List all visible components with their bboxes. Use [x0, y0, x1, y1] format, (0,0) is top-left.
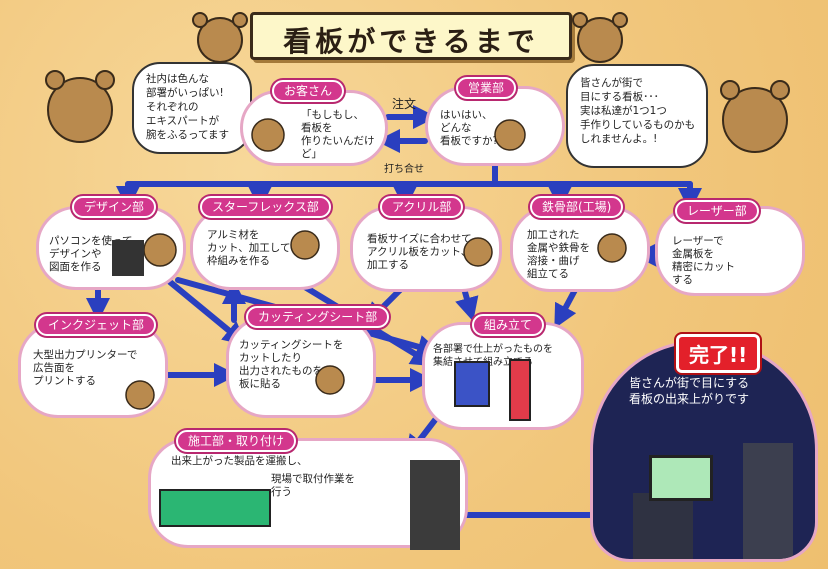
speech-bubble-right: 皆さんが街で 目にする看板･･･ 実は私達が1つ1つ 手作りしているものかも し…	[566, 64, 708, 168]
customer-text: 「もしもし、 看板を 作りたいんだけど」	[301, 109, 375, 160]
complete-label: 完了!!	[689, 343, 748, 367]
complete-text: 皆さんが街で目にする 看板の出来上がりです	[629, 376, 750, 406]
customer-node: 「もしもし、 看板を 作りたいんだけど」	[240, 90, 388, 166]
steel-tag: 鉄骨部(工場)	[530, 196, 624, 218]
design-node: パソコンを使って デザインや 図面を作る	[36, 206, 186, 290]
speech-bubble-left: 社内は色んな 部署がいっぱい! それぞれの エキスパートが 腕をふるってます	[132, 62, 252, 154]
arrow-design-cutting	[167, 279, 248, 346]
order-label: 注文	[392, 97, 417, 111]
inkjet-tag: インクジェット部	[36, 314, 157, 336]
assembly-tag: 組み立て	[472, 314, 545, 336]
construction-tag: 施工部・取り付け	[176, 430, 297, 452]
construction-node: 出来上がった製品を運搬し、 現場で取付作業を 行う	[148, 438, 468, 548]
customer-tag: お客さん	[272, 80, 345, 102]
cutting-tag: カッティングシート部	[246, 306, 390, 328]
design-text: パソコンを使って デザインや 図面を作る	[49, 235, 133, 273]
laser-text: レーザーで 金属板を 精密にカット する	[672, 235, 735, 286]
construction-text-1: 出来上がった製品を運搬し、	[171, 455, 308, 467]
meeting-label: 打ち合せ	[384, 164, 424, 175]
assembly-node: 各部署で仕上がったものを 集結させて組み立てる	[422, 322, 584, 430]
assembly-text: 各部署で仕上がったものを 集結させて組み立てる	[433, 344, 553, 368]
starflex-node: アルミ材を カット、加工して 枠組みを作る	[190, 206, 340, 290]
arrow-acrylic-assembly	[455, 289, 479, 322]
cutting-text: カッティングシートを カットしたり 出力されたものを 板に貼る	[239, 339, 344, 390]
cutting-node: カッティングシートを カットしたり 出力されたものを 板に貼る	[226, 316, 376, 418]
sales-text: はいはい、 どんな 看板ですか?	[440, 109, 499, 147]
page-title: 看板ができるまで	[283, 25, 539, 58]
acrylic-text: 看板サイズに合わせて アクリル板をカット、 加工する	[367, 233, 472, 271]
billboard-icon	[649, 455, 713, 501]
design-tag: デザイン部	[72, 196, 157, 218]
sales-tag: 営業部	[456, 77, 517, 99]
inkjet-text: 大型出力プリンターで 広告面を プリントする	[33, 349, 138, 387]
inkjet-node: 大型出力プリンターで 広告面を プリントする	[18, 322, 168, 418]
laser-tag: レーザー部	[675, 200, 759, 222]
speech-left-text: 社内は色んな 部署がいっぱい! それぞれの エキスパートが 腕をふるってます	[146, 73, 229, 141]
complete-tag: 完了!!	[676, 334, 761, 373]
construction-text-2: 現場で取付作業を 行う	[271, 473, 355, 498]
steel-node: 加工された 金属や鉄骨を 溶接・曲げ 組立てる	[510, 206, 650, 292]
building	[743, 443, 793, 559]
complete-panel: 皆さんが街で目にする 看板の出来上がりです	[590, 340, 818, 562]
speech-right-text: 皆さんが街で 目にする看板･･･ 実は私達が1つ1つ 手作りしているものかも し…	[580, 77, 696, 145]
steel-text: 加工された 金属や鉄骨を 溶接・曲げ 組立てる	[527, 229, 590, 280]
starflex-tag: スターフレックス部	[200, 196, 331, 218]
arrow-steel-assembly	[554, 287, 578, 329]
title-banner: 看板ができるまで	[250, 12, 572, 60]
acrylic-tag: アクリル部	[380, 196, 464, 218]
building	[633, 493, 693, 559]
starflex-text: アルミ材を カット、加工して 枠組みを作る	[207, 229, 291, 267]
acrylic-node: 看板サイズに合わせて アクリル板をカット、 加工する	[350, 206, 502, 292]
